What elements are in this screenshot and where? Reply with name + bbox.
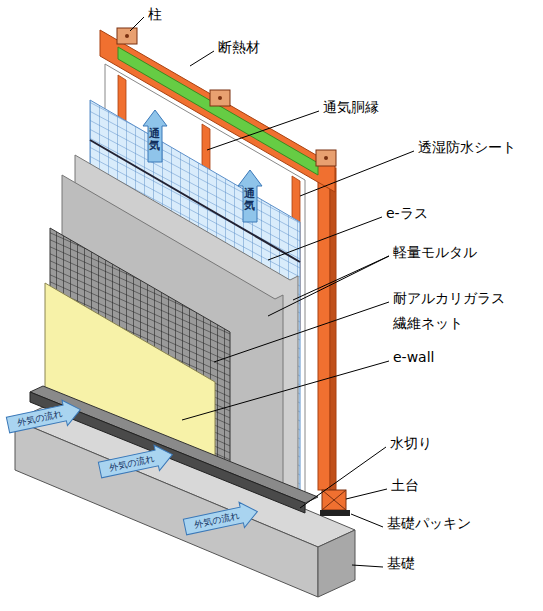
air-arrow (182, 499, 260, 540)
post-dot (125, 34, 129, 38)
lath-label: e-ラス (386, 204, 428, 222)
post-top (316, 150, 336, 166)
label-holder: 通気胴縁 (323, 98, 379, 116)
flashing-label: 水切り (390, 434, 432, 452)
leader-lines (130, 17, 414, 567)
foundation-label: 基礎 (387, 554, 415, 572)
air-arrow (97, 442, 175, 483)
post (318, 168, 330, 490)
label-holder: 断熱材 (218, 38, 260, 56)
leader-line (130, 17, 144, 31)
leader-line (190, 51, 214, 66)
label-holder: 基礎 (387, 554, 415, 572)
post-side (330, 168, 336, 490)
foundation-packing (320, 510, 350, 516)
foundation-end (318, 530, 355, 597)
label-holder: 通気 (149, 128, 160, 152)
insulation-label: 断熱材 (218, 38, 260, 56)
panel-label: e-wall (393, 348, 434, 366)
post-dot (218, 96, 222, 100)
label-holder: e-ラス (386, 204, 428, 222)
net-label: 耐アルカリガラス 繊維ネット (393, 286, 511, 336)
leader-line (352, 565, 383, 567)
label-holder: 水切り (390, 434, 432, 452)
furring-label: 通気胴縁 (323, 98, 379, 116)
post-top (117, 28, 137, 44)
label-holder: 柱 (148, 5, 162, 23)
sheet-label: 透湿防水シート (418, 138, 516, 156)
sill-label: 土台 (391, 476, 419, 494)
flashing-top (30, 386, 318, 503)
leader-line (351, 514, 383, 527)
leader-line (300, 447, 386, 508)
label-holder: 透湿防水シート (418, 138, 516, 156)
air-arrow (5, 397, 83, 438)
post-dot (324, 156, 328, 160)
leader-line (268, 256, 389, 316)
post-label: 柱 (148, 5, 162, 23)
post-top (210, 90, 230, 106)
mortar-label: 軽量モルタル (393, 243, 477, 261)
packing-label: 基礎パッキン (387, 514, 471, 532)
leader-line (300, 151, 414, 196)
vent-text: 通気 (244, 188, 255, 212)
leader-line (346, 489, 387, 499)
leader-line (214, 302, 389, 362)
sill-mark (322, 490, 346, 510)
leader-line (268, 217, 382, 260)
label-holder: 耐アルカリガラス 繊維ネット (393, 286, 511, 336)
label-holder: 基礎パッキン (387, 514, 471, 532)
label-holder: 通気 (244, 188, 255, 212)
vent-text: 通気 (149, 128, 160, 152)
leader-line (182, 361, 389, 420)
label-holder: 土台 (391, 476, 419, 494)
vent-arrow (143, 110, 167, 162)
label-holder: 軽量モルタル (393, 243, 477, 261)
vent-arrow (238, 170, 262, 222)
sill (322, 490, 346, 510)
label-holder: e-wall (393, 348, 434, 366)
leader-line (207, 111, 319, 150)
